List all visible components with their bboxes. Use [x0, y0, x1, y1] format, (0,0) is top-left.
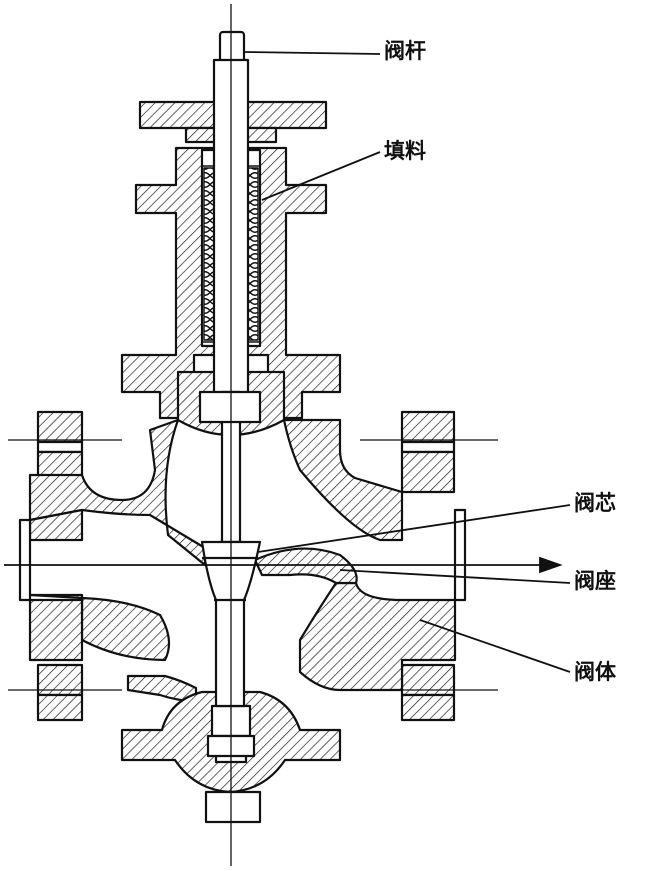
leader-plug: [257, 504, 571, 553]
label-valve-seat: 阀座: [574, 569, 616, 593]
leader-stem: [243, 51, 381, 55]
label-valve-stem: 阀杆: [384, 39, 426, 63]
leader-lines: [243, 51, 571, 673]
leader-packing: [261, 151, 381, 201]
label-valve-body: 阀体: [574, 660, 616, 684]
label-packing: 填料: [384, 139, 426, 163]
label-valve-plug: 阀芯: [574, 491, 616, 515]
leader-seat: [339, 569, 571, 584]
valve-body: [18, 410, 467, 722]
leader-body: [419, 619, 571, 673]
center-lines: [8, 4, 498, 866]
flow-arrow: [4, 556, 563, 574]
